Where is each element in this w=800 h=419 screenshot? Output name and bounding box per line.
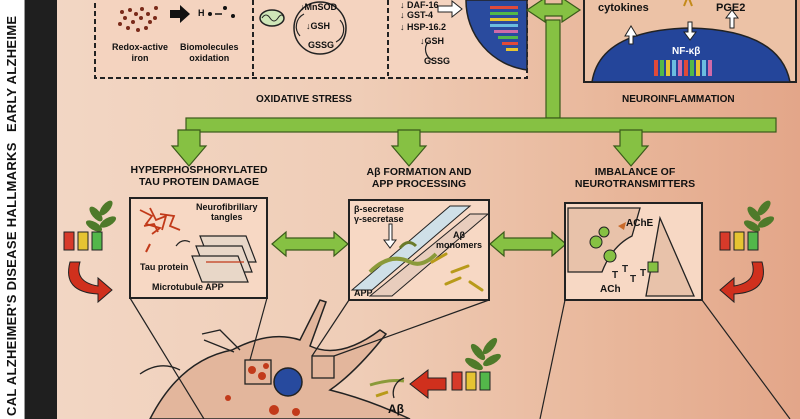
nucleus-fragment bbox=[465, 0, 528, 71]
neuroinflammation-title: NEUROINFLAMMATION bbox=[622, 94, 735, 105]
right-red-arrow bbox=[719, 261, 764, 304]
scissors-icon bbox=[618, 222, 626, 230]
bottom-batteries-icon bbox=[451, 371, 491, 391]
gssg-label-1: GSSG bbox=[308, 40, 335, 50]
gsh-label-2: ↓GSH bbox=[420, 36, 445, 46]
secretase-icon bbox=[398, 241, 418, 249]
app-protein-icon bbox=[368, 252, 438, 274]
neuron-body bbox=[149, 299, 411, 419]
tau-protein-icon bbox=[145, 243, 151, 253]
svg-text:T: T bbox=[622, 264, 628, 275]
gst4-label: ↓ GST-4 bbox=[400, 10, 434, 20]
membrane-icon bbox=[350, 205, 490, 297]
gssg-label-2: GSSG bbox=[424, 56, 451, 66]
vesicle-icon-2 bbox=[603, 249, 617, 263]
neuron-inset-box bbox=[244, 359, 272, 385]
ach-label: ACh bbox=[600, 284, 621, 295]
neuron-nucleus bbox=[273, 367, 303, 397]
left-batteries-icon bbox=[63, 231, 103, 251]
abeta-monomers-label: Aβ monomers bbox=[436, 230, 483, 250]
biomolecules-label: Biomolecules oxidation bbox=[180, 42, 239, 63]
right-plant-icon bbox=[743, 200, 775, 232]
svg-text:T: T bbox=[640, 268, 646, 279]
left-red-arrow bbox=[68, 261, 113, 304]
postsynaptic-icon bbox=[645, 215, 695, 297]
abeta-bottom-label: Aβ bbox=[388, 402, 404, 416]
dna-bars bbox=[490, 6, 518, 51]
gsh-cycle-circle bbox=[293, 1, 347, 55]
secretase-arrow bbox=[383, 223, 397, 249]
pge2-label: PGE2 bbox=[716, 2, 746, 14]
svg-text:T: T bbox=[612, 270, 618, 281]
neuron-tangles bbox=[225, 363, 300, 416]
nfkb-down-arrow bbox=[683, 21, 697, 41]
neurofibrillary-tangles-icon bbox=[139, 207, 181, 235]
mnsod-label: ↓MnSOD bbox=[300, 2, 337, 12]
green-connectors bbox=[170, 0, 777, 258]
white-arrow-left bbox=[437, 0, 463, 19]
mitochondrion-icon bbox=[259, 9, 285, 27]
tau-protein-label: Tau protein bbox=[140, 262, 189, 272]
gsh-label-1: ↓GSH bbox=[306, 21, 331, 31]
iron-arrow bbox=[170, 5, 190, 23]
oxidative-stress-title: OXIDATIVE STRESS bbox=[256, 94, 352, 105]
cytokines-label: cytokines bbox=[598, 2, 649, 14]
redox-iron-cluster bbox=[118, 6, 158, 32]
neurotrans-title: IMBALANCE OF NEUROTRANSMITTERS bbox=[574, 166, 696, 190]
sidebar-band-hallmarks bbox=[0, 140, 25, 419]
bottom-plant-icon bbox=[465, 337, 501, 371]
neuron-inset-box-2 bbox=[311, 355, 335, 379]
ache-label: AChE bbox=[626, 218, 654, 229]
right-batteries-icon bbox=[719, 231, 759, 251]
pge2-up-arrow bbox=[725, 9, 739, 29]
h-label: H bbox=[198, 8, 205, 18]
nfkb-label: NF-κβ bbox=[672, 46, 701, 57]
tau-title: HYPERPHOSPHORYLATED TAU PROTEIN DAMAGE bbox=[130, 164, 268, 188]
microtubule-label: Microtubule APP bbox=[152, 282, 224, 292]
daf16-label: ↓ DAF-16 bbox=[400, 0, 439, 10]
sidebar-band-early bbox=[0, 0, 25, 140]
bottom-red-arrow bbox=[409, 368, 447, 400]
secretase-label: β-secretase γ-secretase bbox=[354, 204, 405, 224]
svg-text:T: T bbox=[630, 274, 636, 285]
neurofibrillary-label: Neurofibrillary tangles bbox=[196, 202, 258, 222]
abeta-title: Aβ FORMATION AND APP PROCESSING bbox=[366, 166, 472, 190]
receptor-icon bbox=[647, 261, 659, 273]
app-label: APP bbox=[354, 288, 373, 298]
cytokine-up-arrow bbox=[624, 25, 638, 45]
abeta-monomers-icon bbox=[430, 252, 484, 292]
vesicle-icon-1 bbox=[589, 235, 603, 249]
nfkb-dna bbox=[654, 60, 712, 76]
redox-iron-label: Redox-active iron bbox=[112, 42, 169, 63]
left-plant-icon bbox=[85, 200, 117, 232]
hsp-label: ↓ HSP-16.2 bbox=[400, 22, 447, 32]
microtubule-icon bbox=[191, 235, 257, 283]
